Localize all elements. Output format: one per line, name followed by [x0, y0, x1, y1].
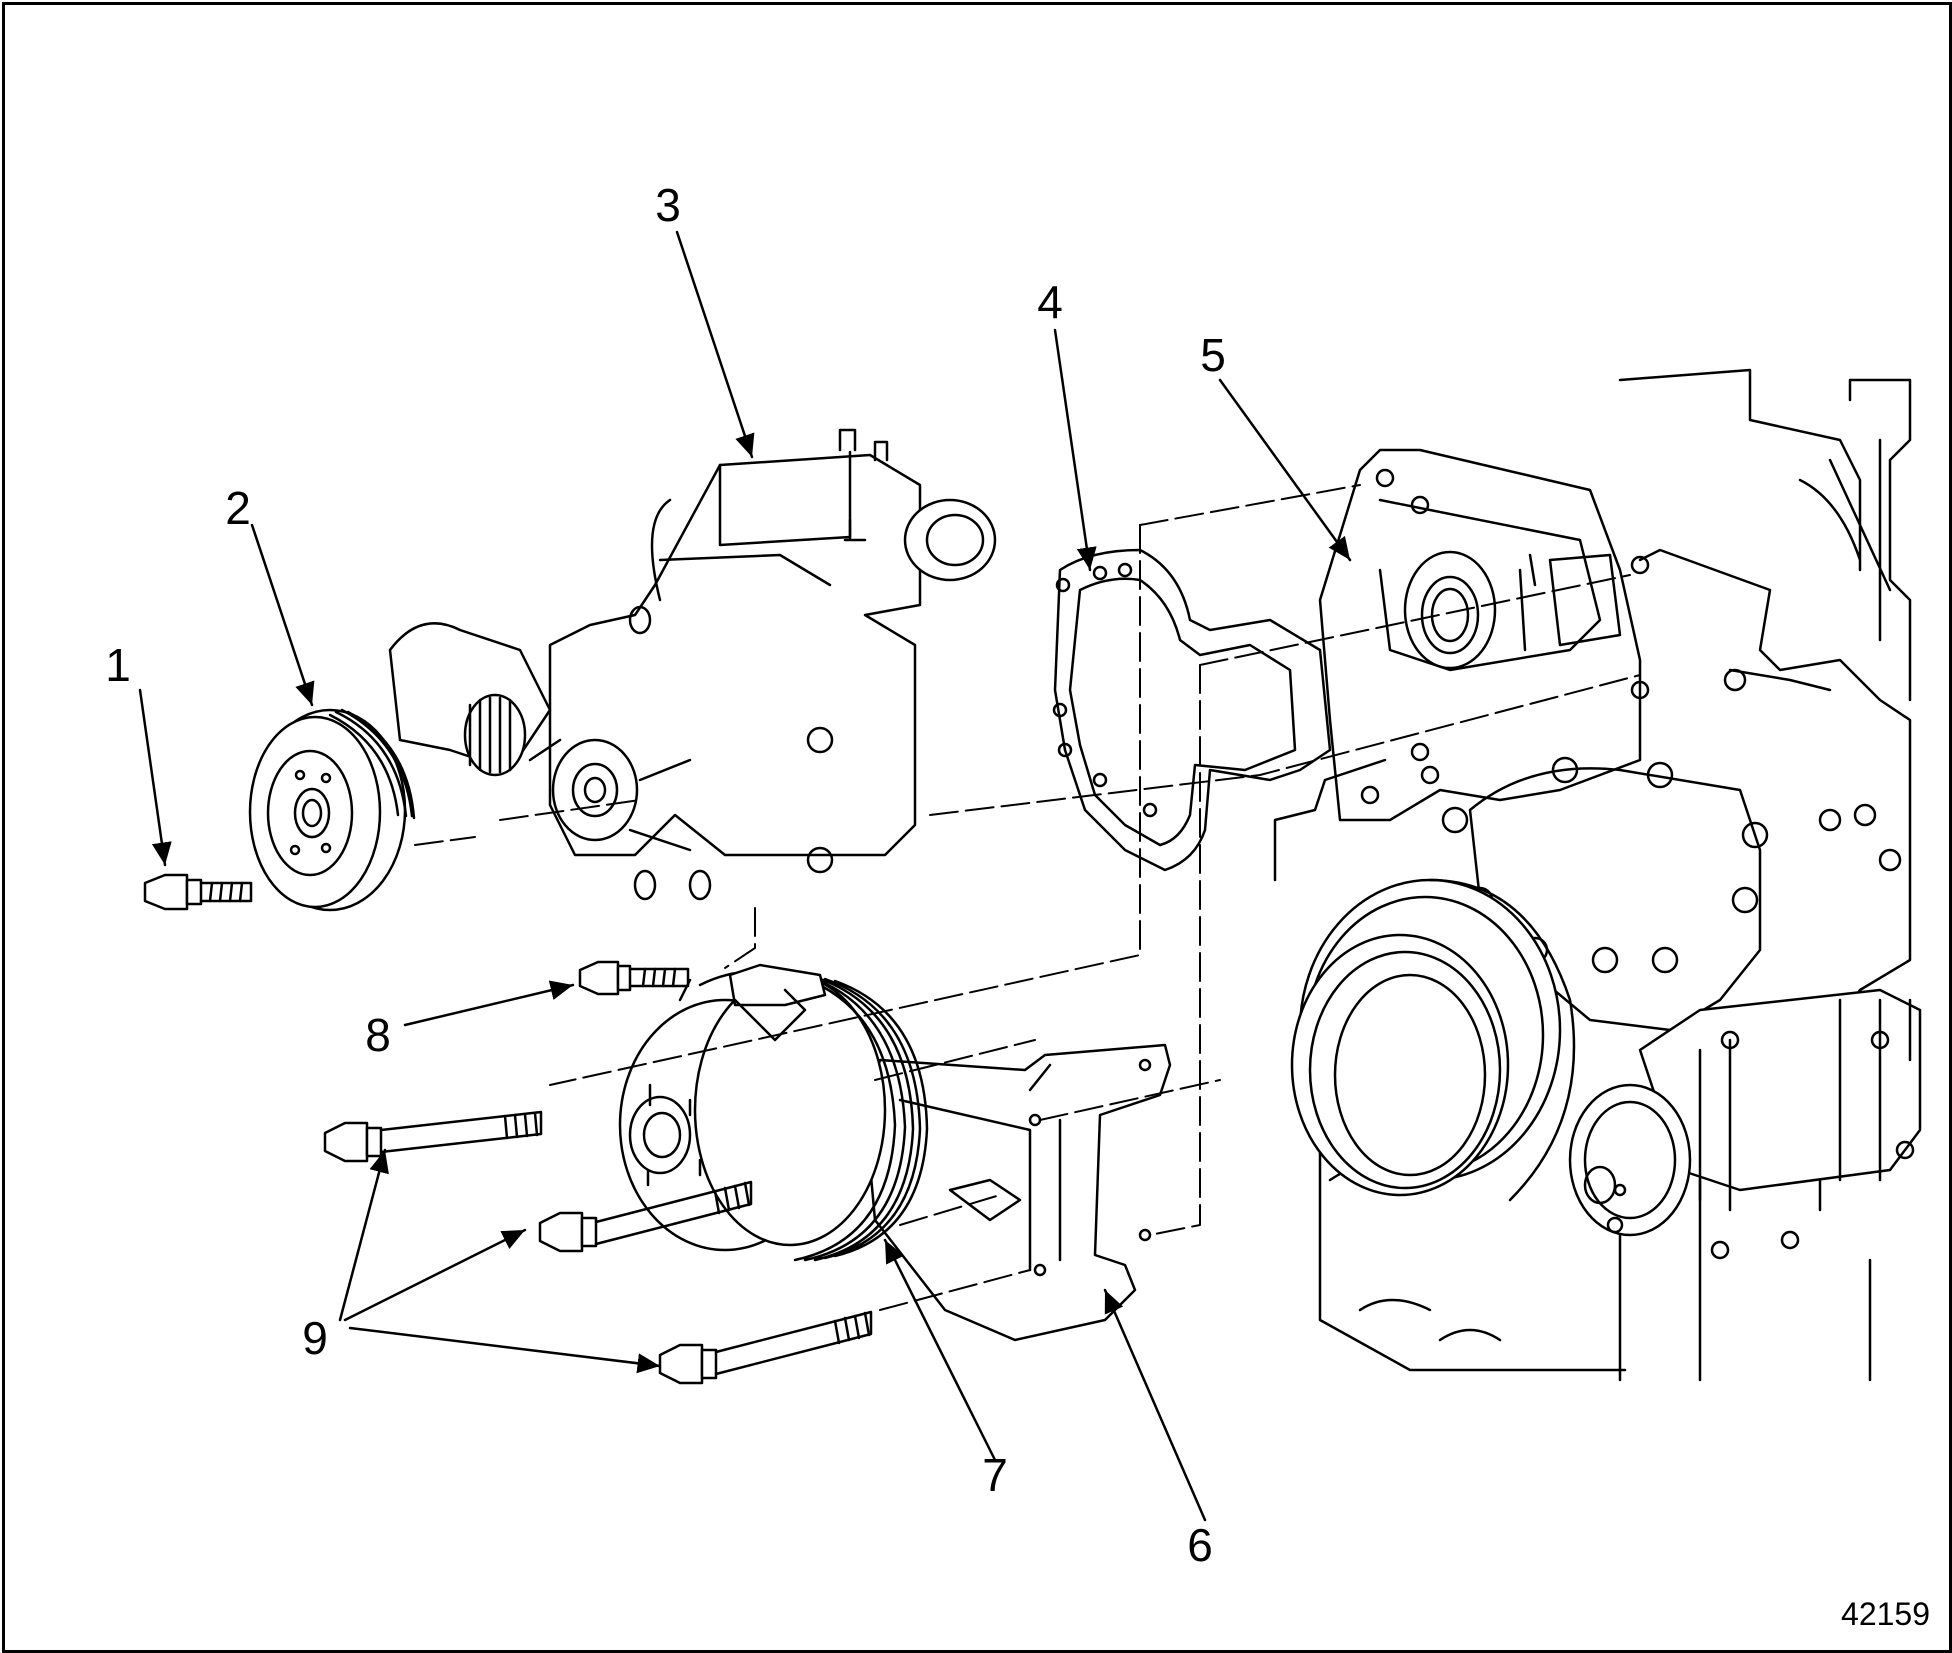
leader-9c [348, 1326, 662, 1374]
leader-6 [1103, 1288, 1207, 1522]
ac-compressor [1568, 988, 1922, 1260]
callout-9: 9 [302, 1312, 328, 1364]
callout-1: 1 [105, 639, 131, 691]
long-bolt-lower [658, 1310, 873, 1385]
water-pump [528, 428, 997, 901]
leader-9a [338, 1148, 389, 1322]
long-bolt-middle [538, 1180, 753, 1253]
bolt-8 [578, 960, 690, 996]
leader-4 [1053, 328, 1097, 572]
figure-number: 42159 [1841, 1596, 1930, 1632]
leader-7 [883, 1238, 997, 1462]
leader-5 [1218, 378, 1352, 562]
callout-4: 4 [1037, 276, 1063, 328]
callout-7: 7 [982, 1449, 1008, 1501]
leader-9b [343, 1228, 527, 1322]
callout-5: 5 [1200, 329, 1226, 381]
front-cover [1273, 448, 1650, 882]
leader-3 [675, 230, 755, 459]
engine-block [1290, 368, 1912, 1382]
idler-pulley [248, 708, 416, 912]
long-bolt-upper [323, 1110, 543, 1163]
water-pump-gasket [1052, 548, 1332, 872]
callout-3: 3 [655, 179, 681, 231]
callout-2: 2 [225, 482, 251, 534]
mounting-bracket [863, 1043, 1172, 1342]
water-pump-inlet [388, 622, 552, 777]
bolt-1 [143, 873, 253, 911]
leader-2 [250, 523, 315, 707]
callout-8: 8 [365, 1009, 391, 1061]
leader-lines [138, 230, 1352, 1522]
assembly-lines [414, 484, 1641, 1311]
leader-1 [138, 688, 172, 867]
leader-8 [403, 980, 575, 1027]
callout-6: 6 [1187, 1519, 1213, 1571]
